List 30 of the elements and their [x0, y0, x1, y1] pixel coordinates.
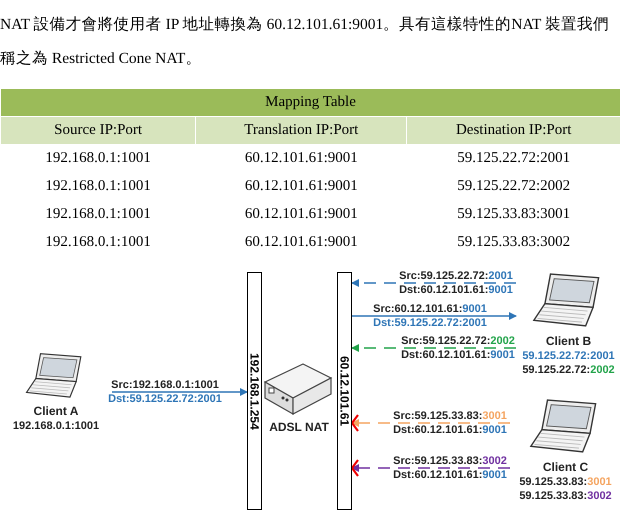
device-name: ADSL NAT [269, 420, 329, 434]
interface-bar [337, 272, 352, 510]
arrow [351, 464, 510, 472]
arrow [112, 388, 248, 396]
arrow [351, 279, 516, 287]
edge-label: Src:59.125.22.72:2001 Dst:60.12.101.61:9001 [399, 269, 513, 297]
column-header: Destination IP:Port [406, 116, 620, 144]
column-header: Translation IP:Port [196, 116, 407, 144]
ip-address: 59.125.22.72:2001 [522, 350, 615, 362]
ip-address: 192.168.0.1:1001 [12, 420, 100, 432]
ip-address: 59.125.33.83:3002 [519, 490, 612, 502]
edge-label: Src:59.125.33.83:3001 Dst:60.12.101.61:9001 [393, 409, 507, 437]
ip-address-label: 192.168.1.254 [248, 352, 262, 430]
device-name: Client A [34, 404, 78, 418]
paragraph: NAT 設備才會將使用者 IP 地址轉換為 60.12.101.61:9001。具有這樣特性的NAT 裝置我們稱之為 Restricted Cone NAT。 [0, 15, 610, 69]
device-name: Client C [542, 460, 588, 474]
device-name: Client B [546, 334, 592, 348]
ip-address: 59.125.33.83:3001 [519, 476, 612, 488]
edge-label: Src:59.125.22.72:2002 Dst:60.12.101.61:9001 [401, 334, 515, 362]
ip-address-label: 60.12.101.61 [338, 356, 352, 426]
arrow [352, 312, 517, 320]
edge-label: Src:192.168.0.1:1001 Dst:59.125.22.72:2001 [108, 378, 222, 406]
interface-bar [247, 272, 262, 510]
ip-address: 59.125.22.72:2002 [522, 364, 615, 376]
column-header: Source IP:Port [0, 116, 196, 144]
arrow [351, 344, 516, 352]
edge-label: Src:60.12.101.61:9001 Dst:59.125.22.72:2001 [373, 302, 487, 330]
edge-label: Src:59.125.33.83:3002 Dst:60.12.101.61:9001 [393, 454, 507, 482]
arrow [351, 419, 510, 427]
table-title: Mapping Table [0, 88, 620, 116]
